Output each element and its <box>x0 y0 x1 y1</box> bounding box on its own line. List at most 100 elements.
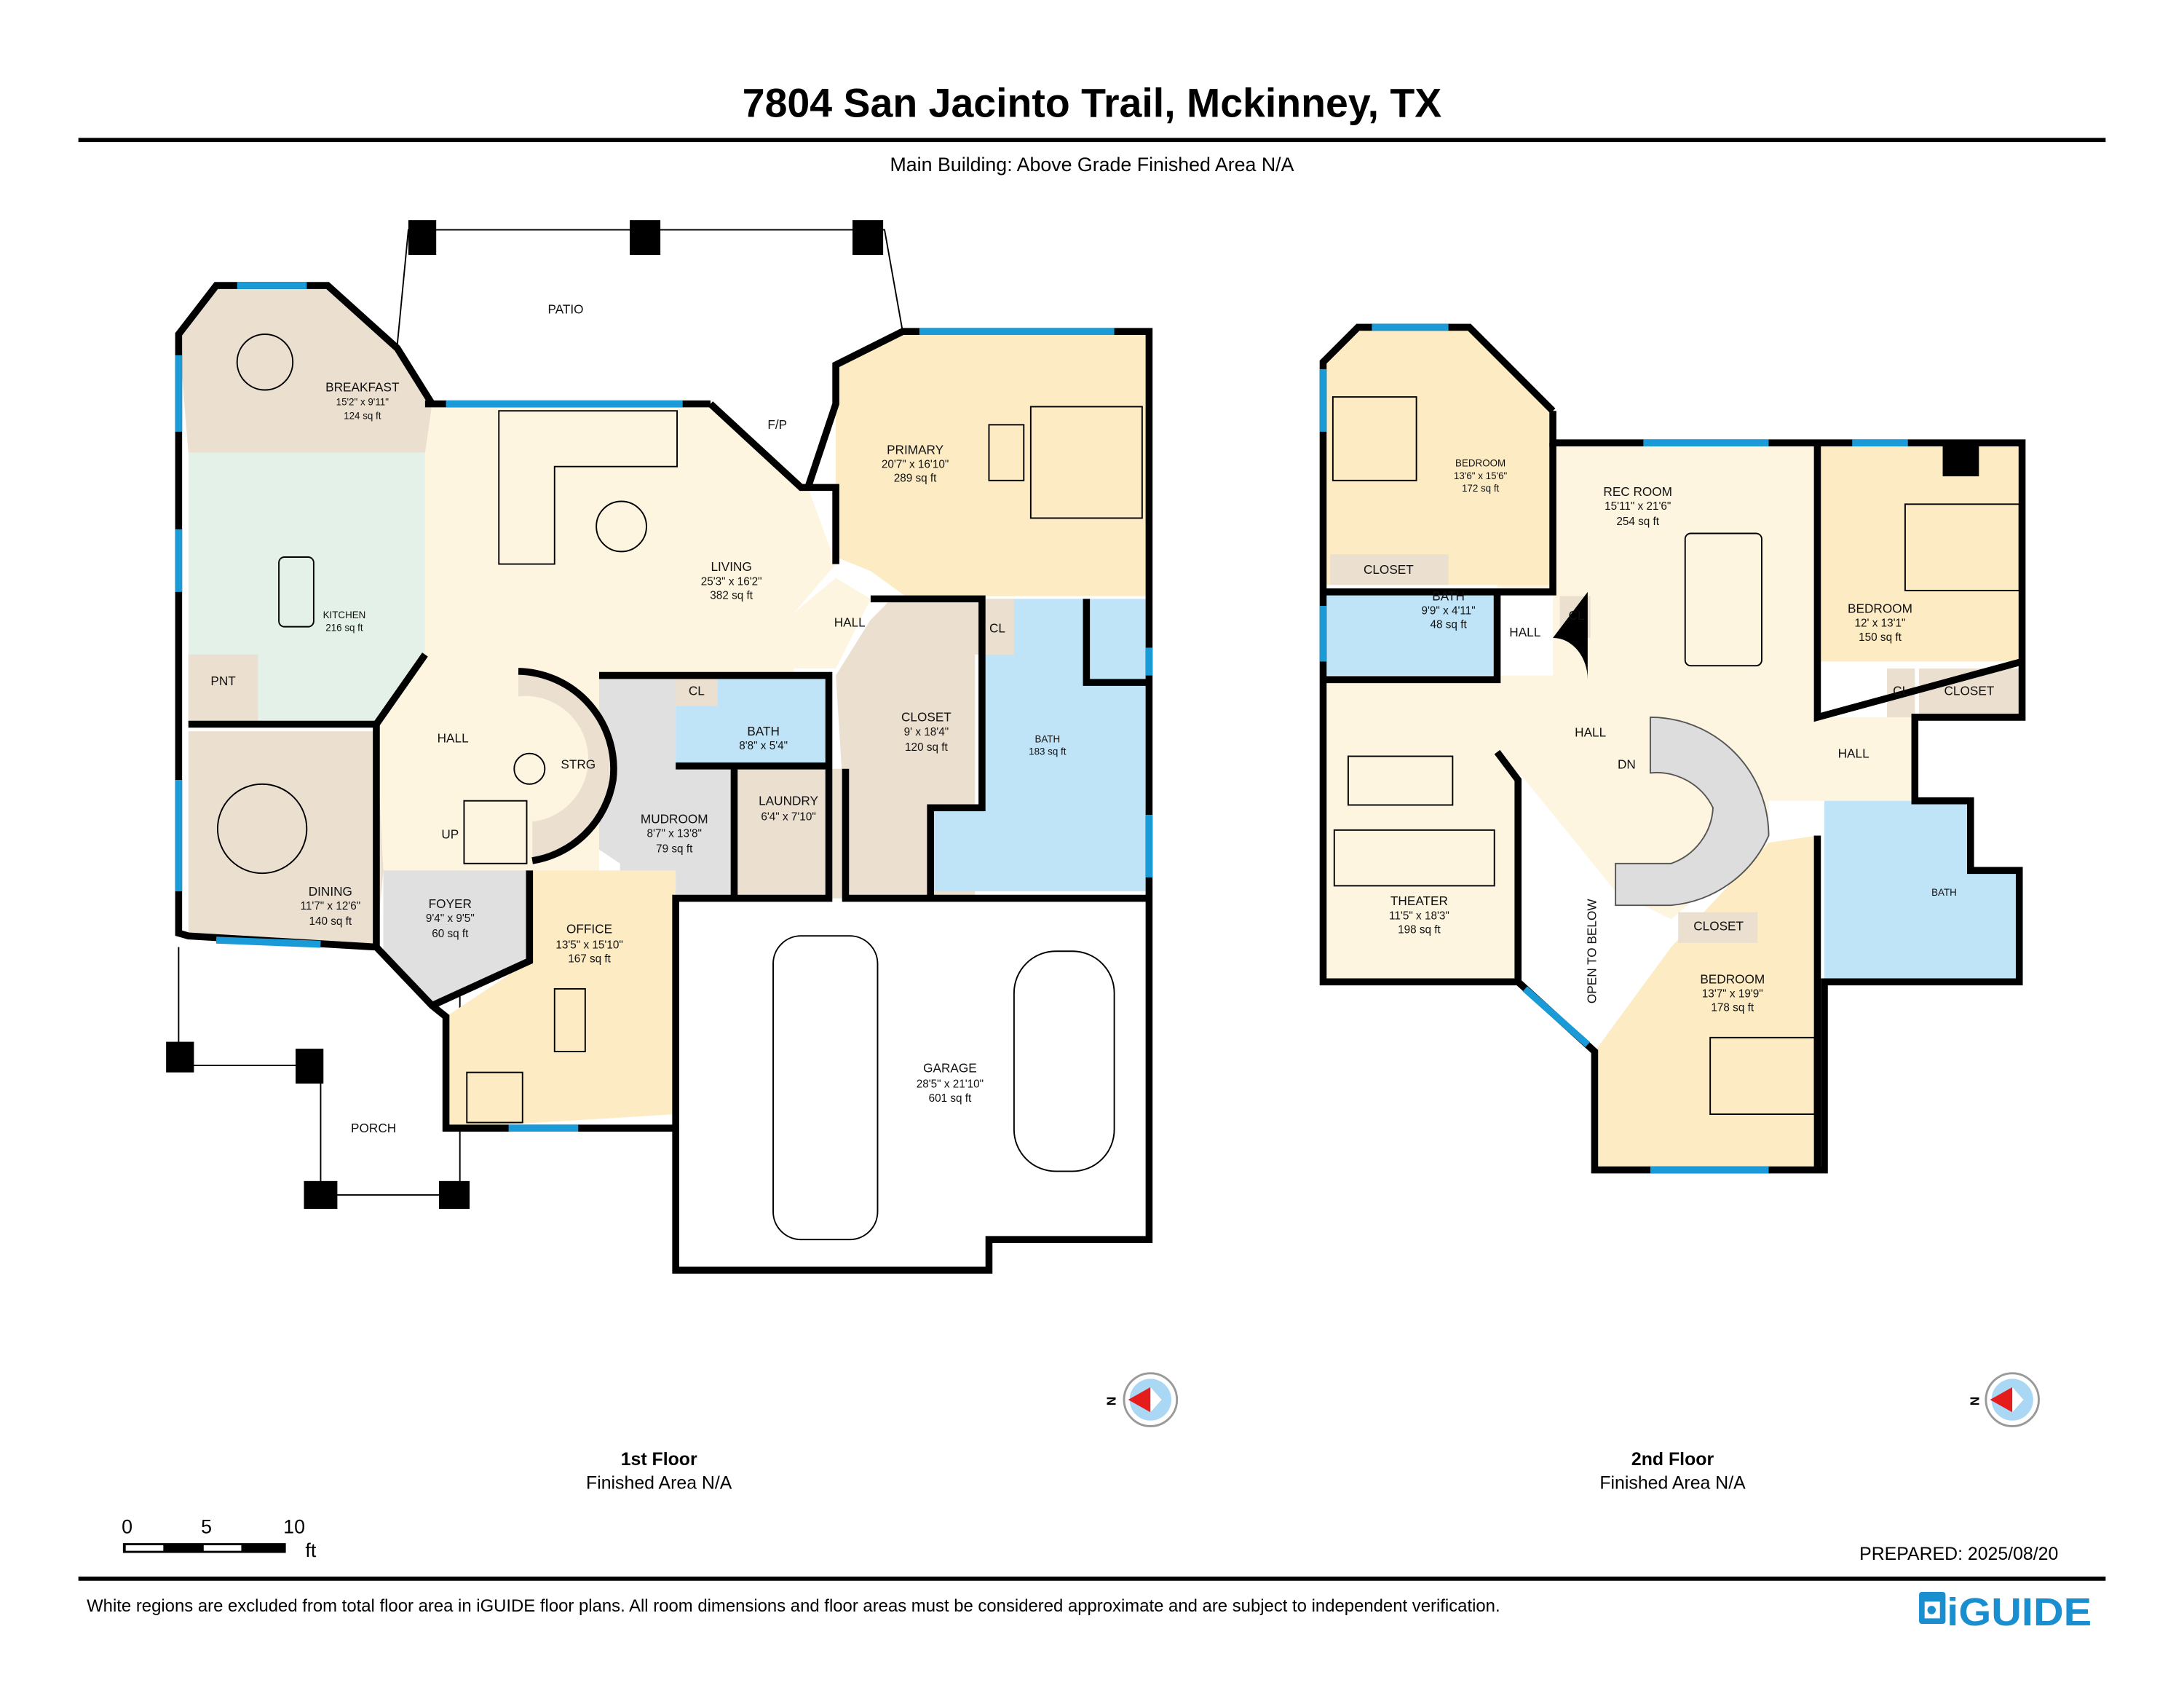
theater-seats <box>1347 755 1454 806</box>
room-dims: 8'8" x 5'4" <box>739 740 788 752</box>
logo-text: iGUIDE <box>1947 1591 2092 1634</box>
page-title: 7804 San Jacinto Trail, Mckinney, TX <box>743 81 1442 126</box>
room-name: OFFICE <box>566 921 612 936</box>
dining-table <box>216 783 308 875</box>
pantry-floor <box>188 654 258 725</box>
room-area: 167 sq ft <box>568 953 611 966</box>
wall <box>1813 443 2023 722</box>
exterior-wall <box>1319 323 2026 1174</box>
armchair <box>466 1071 523 1124</box>
footer-rule <box>78 1576 2106 1581</box>
room-name: PORCH <box>351 1121 396 1135</box>
car <box>1013 950 1115 1172</box>
spiral-staircase[interactable] <box>1615 717 1770 907</box>
room-name: CLOSET <box>1693 919 1744 934</box>
bed <box>1332 396 1417 481</box>
coffee-table <box>596 500 647 553</box>
floor-2-area: Finished Area N/A <box>1599 1473 1746 1494</box>
room-name: CLOSET <box>1364 562 1414 577</box>
room-name: DINING <box>309 884 352 899</box>
bedroom-1-floor <box>1323 327 1554 585</box>
porch-post <box>166 1041 194 1073</box>
wall <box>1083 599 1150 686</box>
pool-table <box>1684 532 1762 667</box>
room-dims: 8'7" x 13'8" <box>647 827 702 840</box>
wall-curve <box>1553 591 1588 680</box>
north-label: N <box>1104 1397 1119 1405</box>
mudroom-floor <box>598 675 735 899</box>
bed <box>1709 1036 1816 1115</box>
closet-floor <box>1678 912 1758 943</box>
living-hall-floor <box>376 403 836 871</box>
room-dims: 12' x 13'1" <box>1855 618 1906 630</box>
storage-curved-wall <box>518 668 617 864</box>
north-label: N <box>1967 1397 1982 1405</box>
stairs-label: UP <box>441 827 459 841</box>
bedroom-2-floor <box>1817 443 2022 662</box>
room-area: 178 sq ft <box>1711 1002 1754 1014</box>
room-name: PRIMARY <box>887 442 944 457</box>
porch-post <box>296 1049 324 1084</box>
office-floor <box>446 870 676 1129</box>
room-name: BREAKFAST <box>325 379 400 394</box>
room-name: HALL <box>1838 746 1870 760</box>
primary-floor <box>836 331 1150 596</box>
stairs-up[interactable] <box>463 800 528 864</box>
kitchen-island <box>278 556 314 628</box>
room-dims: 11'7" x 12'6" <box>300 900 360 912</box>
wall <box>1323 443 1556 596</box>
pickup-truck <box>772 935 879 1241</box>
room-area: 172 sq ft <box>1462 483 1500 494</box>
room-name: CLOSET <box>901 710 951 725</box>
room-area: 79 sq ft <box>656 843 693 855</box>
patio-post <box>852 220 884 255</box>
room-name: CL <box>689 683 705 698</box>
room-name: LAUNDRY <box>759 793 818 808</box>
room-area: 183 sq ft <box>1029 746 1067 757</box>
room-dims: 13'5" x 15'10" <box>555 939 622 951</box>
disclaimer: White regions are excluded from total fl… <box>87 1596 1500 1616</box>
room-area: 601 sq ft <box>929 1092 972 1105</box>
room-area: 124 sq ft <box>344 411 381 422</box>
breakfast-floor <box>178 285 432 453</box>
wall <box>430 870 534 1009</box>
room-name: LIVING <box>711 559 751 574</box>
column <box>513 752 546 785</box>
room-name: GARAGE <box>923 1061 977 1076</box>
cl-floor <box>676 675 718 706</box>
room-name: HALL <box>834 615 866 630</box>
window <box>215 936 321 948</box>
iguide-logo: iGUIDE <box>1919 1591 2092 1634</box>
room-name: CLOSET <box>1944 683 1994 698</box>
compass-floor-1: N <box>1104 1372 1179 1427</box>
north-arrow-icon <box>1128 1387 1151 1413</box>
room-area: 48 sq ft <box>1431 619 1468 631</box>
closet-floor <box>1330 554 1449 585</box>
room-dims: 15'2" x 9'11" <box>336 397 389 408</box>
dining-floor <box>188 731 384 947</box>
hall-floor <box>794 577 871 669</box>
rec-hall-floor <box>1497 443 1915 920</box>
room-name: BATH <box>747 724 780 738</box>
floor-1-caption: 1st Floor <box>621 1449 697 1470</box>
scale-tick: 10 <box>283 1516 305 1538</box>
room-name: KITCHEN <box>323 610 366 620</box>
room-name: BATH <box>1034 733 1060 744</box>
wall <box>870 595 986 899</box>
room-area: 120 sq ft <box>905 741 948 754</box>
garage-floor <box>676 905 1150 1271</box>
sectional-sofa <box>498 410 678 565</box>
laundry-floor <box>734 768 846 899</box>
wall <box>598 671 833 1129</box>
room-name: HALL <box>1575 725 1606 740</box>
room-name: HALL <box>438 730 469 745</box>
storage-floor <box>518 671 614 861</box>
chimney <box>1942 443 1979 477</box>
room-name: CL <box>989 620 1005 635</box>
theater-floor <box>1323 682 1519 982</box>
compass-floor-2: N <box>1967 1372 2040 1427</box>
window <box>1522 986 1591 1047</box>
room-name: STRG <box>561 757 596 772</box>
room-area: 254 sq ft <box>1616 516 1659 528</box>
room-name: BEDROOM <box>1848 602 1912 616</box>
